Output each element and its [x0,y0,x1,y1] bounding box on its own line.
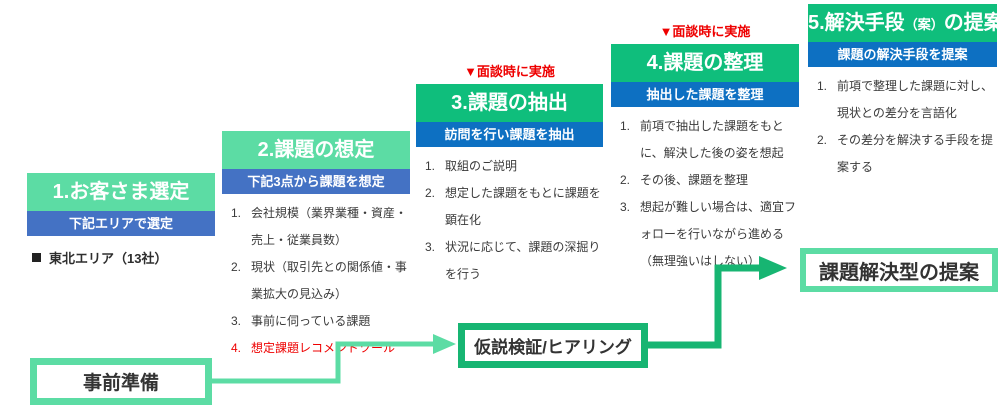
list-item: 2. その差分を解決する手段を提案する [813,127,997,181]
step-column-1: 1.お客さま選定 下記エリアで選定 東北エリア（13社） [27,173,215,267]
item-text: その後、課題を整理 [640,173,749,187]
step-5-title-small: （案） [904,17,944,32]
item-number: 1. [817,79,828,93]
list-item: 2. 想定した課題をもとに課題を顕在化 [421,180,603,234]
item-text: 想起が難しい場合は、適宜フォローを行いながら進める（無理強いはしない） [640,200,797,268]
square-bullet-icon [32,253,41,262]
item-text: 前項で整理した課題に対し、現状との差分を言語化 [837,79,994,120]
step-5-title-tail: の提案 [943,12,1000,34]
item-text: 想定した課題をもとに課題を顕在化 [445,186,601,227]
prep-box: 事前準備 [30,358,212,405]
step-column-2: 2.課題の想定 下記3点から課題を想定 1. 会社規模（業界業種・資産・売上・従… [222,131,410,362]
step-4-title: 4.課題の整理 [611,44,799,82]
step-4-list: 1. 前項で抽出した課題をもとに、解決した後の姿を想起 2. その後、課題を整理… [611,107,799,275]
item-text: 想定課題レコメンドツール [251,341,396,355]
list-item: 1. 前項で抽出した課題をもとに、解決した後の姿を想起 [616,113,799,167]
item-number: 2. [425,186,436,200]
step-column-4: ▼面談時に実施 4.課題の整理 抽出した課題を整理 1. 前項で抽出した課題をも… [611,22,799,275]
proposal-box: 課題解決型の提案 [800,248,998,292]
item-number: 1. [425,159,436,173]
hearing-box-label: 仮説検証/ヒアリング [474,338,632,357]
item-number: 4. [231,341,242,355]
proposal-box-label: 課題解決型の提案 [819,261,979,284]
list-item: 3. 事前に伺っている課題 [227,308,410,335]
item-number: 2. [817,133,828,147]
step-2-list: 1. 会社規模（業界業種・資産・売上・従業員数） 2. 現状（取引先との関係値・… [222,194,410,362]
step-column-5: 5.解決手段（案）の提案 課題の解決手段を提案 1. 前項で整理した課題に対し、… [808,4,1000,181]
meeting-time-label: ▼面談時に実施 [659,24,751,39]
item-number: 3. [425,240,436,254]
list-item: 2. 現状（取引先との関係値・事業拡大の見込み） [227,254,410,308]
list-item: 1. 会社規模（業界業種・資産・売上・従業員数） [227,200,410,254]
list-item-highlight: 4. 想定課題レコメンドツール [227,335,410,362]
list-item: 1. 前項で整理した課題に対し、現状との差分を言語化 [813,73,997,127]
step-5-title: 5.解決手段（案）の提案 [808,4,1000,42]
list-item: 2. その後、課題を整理 [616,167,799,194]
list-item: 3. 想起が難しい場合は、適宜フォローを行いながら進める（無理強いはしない） [616,194,799,275]
item-number: 1. [231,206,242,220]
item-number: 2. [231,260,242,274]
step-3-subtitle: 訪問を行い課題を抽出 [416,122,603,147]
step-3-title: 3.課題の抽出 [416,84,603,122]
item-text: 現状（取引先との関係値・事業拡大の見込み） [251,260,407,301]
item-text: 状況に応じて、課題の深掘りを行う [445,240,601,281]
step-1-title: 1.お客さま選定 [27,173,215,211]
step-5-subtitle: 課題の解決手段を提案 [808,42,997,67]
item-number: 1. [620,119,631,133]
item-text: その差分を解決する手段を提案する [837,133,994,174]
prep-box-label: 事前準備 [82,373,159,394]
step-2-title: 2.課題の想定 [222,131,410,169]
step-1-bullet: 東北エリア（13社） [27,248,215,267]
item-text: 取組のご説明 [445,159,518,173]
step-3-list: 1. 取組のご説明 2. 想定した課題をもとに課題を顕在化 3. 状況に応じて、… [416,147,603,288]
step-1-subtitle: 下記エリアで選定 [27,211,215,236]
step-5-list: 1. 前項で整理した課題に対し、現状との差分を言語化 2. その差分を解決する手… [808,67,997,181]
item-text: 会社規模（業界業種・資産・売上・従業員数） [251,206,408,247]
item-number: 3. [620,200,631,214]
item-text: 事前に伺っている課題 [251,314,371,328]
step-5-title-main: 5.解決手段 [808,12,905,34]
meeting-time-label: ▼面談時に実施 [464,64,555,79]
step-1-bullet-text: 東北エリア（13社） [49,251,168,266]
list-item: 3. 状況に応じて、課題の深掘りを行う [421,234,603,288]
item-text: 前項で抽出した課題をもとに、解決した後の姿を想起 [640,119,784,160]
hearing-box: 仮説検証/ヒアリング [458,323,648,368]
list-item: 1. 取組のご説明 [421,153,603,180]
step-column-3: ▼面談時に実施 3.課題の抽出 訪問を行い課題を抽出 1. 取組のご説明 2. … [416,62,603,288]
item-number: 2. [620,173,631,187]
item-number: 3. [231,314,242,328]
step-2-subtitle: 下記3点から課題を想定 [222,169,410,194]
step-4-subtitle: 抽出した課題を整理 [611,82,799,107]
